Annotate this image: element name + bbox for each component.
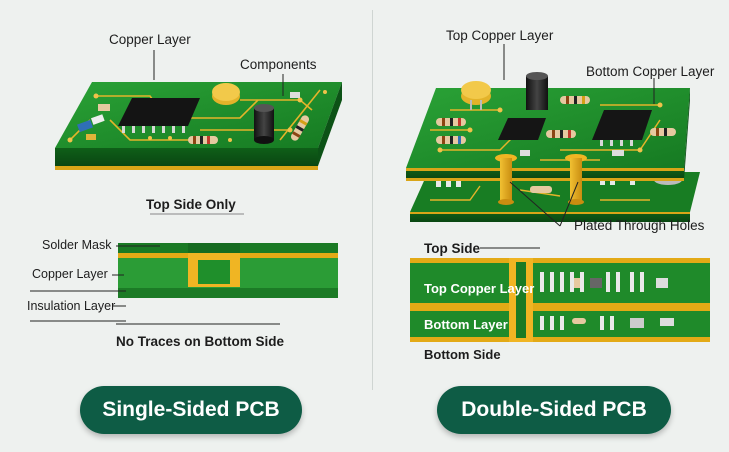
top-side-label: Top Side [424, 241, 480, 256]
ic-chip-icon [118, 98, 200, 126]
bottom-layer-label: Bottom Layer [424, 317, 508, 332]
plated-through-holes-label: Plated Through Holes [574, 218, 705, 233]
center-divider [372, 10, 373, 390]
copper-layer-section-label: Copper Layer [32, 267, 108, 281]
plated-through-hole-icon [565, 154, 587, 205]
single-sided-board [55, 82, 342, 170]
single-sided-cross-section [118, 243, 338, 298]
plated-through-hole-icon [495, 154, 517, 205]
solder-mask-label: Solder Mask [42, 238, 112, 252]
double-sided-pcb-badge: Double-Sided PCB [437, 386, 671, 434]
insulation-layer-label: Insulation Layer [27, 299, 116, 313]
top-copper-layer-section-label: Top Copper Layer [424, 281, 535, 296]
bottom-side-label: Bottom Side [424, 347, 501, 362]
double-sided-cross-section [410, 258, 710, 342]
no-traces-label: No Traces on Bottom Side [116, 334, 285, 349]
electrolytic-capacitor-icon [254, 108, 274, 140]
top-copper-layer-label: Top Copper Layer [446, 28, 554, 43]
components-label: Components [240, 57, 317, 72]
top-side-only-label: Top Side Only [146, 197, 236, 212]
copper-layer-label: Copper Layer [109, 32, 191, 47]
resistor-icon [188, 136, 218, 144]
double-sided-board [406, 72, 700, 222]
single-sided-pcb-badge: Single-Sided PCB [80, 386, 302, 434]
bottom-copper-layer-label: Bottom Copper Layer [586, 64, 715, 79]
